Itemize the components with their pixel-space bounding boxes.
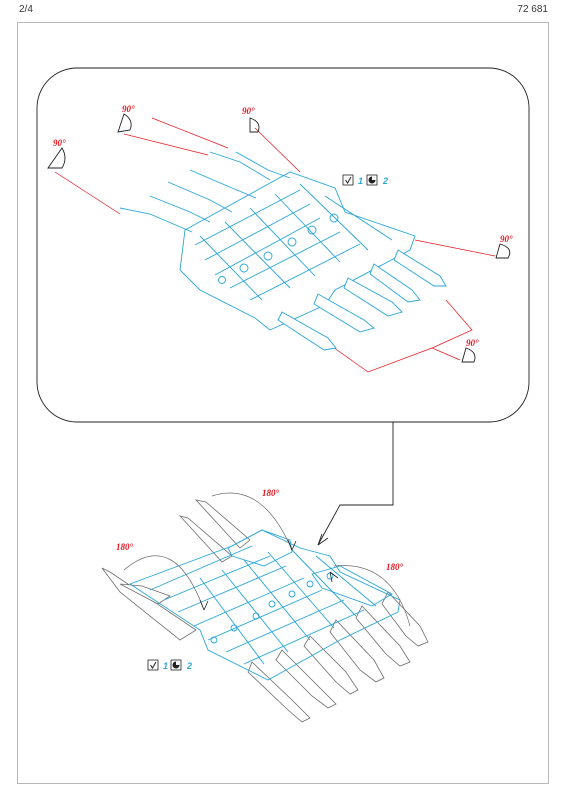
angle-label: 180°: [116, 542, 134, 552]
grey-strip-lower: [303, 635, 359, 695]
tab-strip: [189, 169, 257, 199]
hole: [252, 612, 260, 620]
guide-line: [54, 171, 121, 215]
hole: [239, 263, 249, 273]
hole: [306, 580, 314, 588]
fold-marker-icon: [117, 113, 132, 133]
guide-line: [254, 127, 301, 173]
grey-strip-lower: [247, 661, 311, 723]
assembly-top-plate: [227, 529, 293, 567]
lower-tab: [277, 311, 337, 351]
step-number: 2: [382, 176, 388, 186]
hole: [329, 213, 339, 223]
grey-strip-lower: [355, 605, 411, 667]
fold-arrow-icon: [287, 539, 297, 551]
paint-icon: [372, 176, 376, 180]
kit-code: 72 681: [517, 4, 548, 15]
hole: [307, 225, 317, 235]
hole: [210, 636, 218, 644]
top-assembly: 90° 90° 90° 90° 90° 1 2: [47, 104, 513, 373]
fold-marker-icon: [249, 117, 260, 133]
guide-line: [151, 117, 229, 149]
grey-strip: [194, 499, 251, 549]
angle-label: 90°: [53, 138, 66, 148]
grey-strip-lower: [329, 619, 385, 683]
fold-arc: [123, 555, 205, 611]
etched-rib-lines: [194, 189, 361, 301]
assembly-side-plate: [311, 565, 393, 607]
glue-check-icon: [345, 176, 352, 184]
angle-label: 90°: [242, 106, 255, 116]
tab-strip: [149, 195, 211, 223]
guide-line: [431, 299, 473, 361]
glue-check-icon: [147, 659, 159, 671]
fold-arrow-icon: [199, 599, 209, 611]
grey-strip-lower: [275, 649, 337, 709]
lower-tab: [343, 277, 403, 317]
lower-tab: [369, 263, 421, 303]
lower-tab: [393, 249, 447, 287]
hole: [287, 237, 297, 247]
grey-strip-lower: [381, 591, 429, 647]
bottom-assembly: 180° 180° 180° 1 2: [101, 488, 429, 723]
hole: [230, 624, 238, 632]
connector-line: [317, 422, 394, 546]
angle-label: 90°: [500, 234, 513, 244]
hole: [263, 251, 273, 261]
hole: [268, 600, 276, 608]
guide-line: [123, 133, 209, 156]
tab-strip: [235, 151, 291, 179]
tab-strip: [167, 181, 233, 213]
glue-check-icon: [342, 174, 354, 186]
connector-arrow: [317, 533, 329, 546]
guide-line: [329, 344, 433, 373]
tab-strip: [209, 151, 271, 181]
fold-marker-icon: [47, 147, 66, 169]
etched-sheet-outline: [179, 171, 416, 331]
glue-check-icon: [150, 661, 157, 669]
guide-line: [414, 239, 496, 257]
step-number: 2: [186, 661, 192, 671]
fold-marker-icon: [495, 243, 511, 259]
step-number: 1: [358, 176, 363, 186]
assembly-ribs: [149, 545, 365, 665]
etched-cross-lines: [199, 183, 393, 301]
angle-label: 90°: [122, 104, 135, 114]
tab-strip: [119, 207, 193, 233]
fold-arc: [211, 492, 293, 551]
fold-arrow-icon: [329, 571, 339, 583]
page-number: 2/4: [19, 4, 33, 15]
hole: [288, 590, 296, 598]
fold-arc: [333, 565, 411, 627]
angle-label: 180°: [386, 562, 404, 572]
page-frame: [17, 22, 549, 784]
hole: [218, 276, 226, 284]
fold-marker-icon: [461, 347, 476, 363]
step-number: 1: [163, 661, 168, 671]
angle-label: 90°: [466, 338, 479, 348]
grey-strip: [101, 567, 197, 641]
lower-tab: [313, 293, 375, 333]
paint-icon: [176, 661, 180, 665]
angle-label: 180°: [262, 488, 280, 498]
detail-frame: [36, 67, 530, 423]
assembly-cross: [199, 549, 377, 665]
